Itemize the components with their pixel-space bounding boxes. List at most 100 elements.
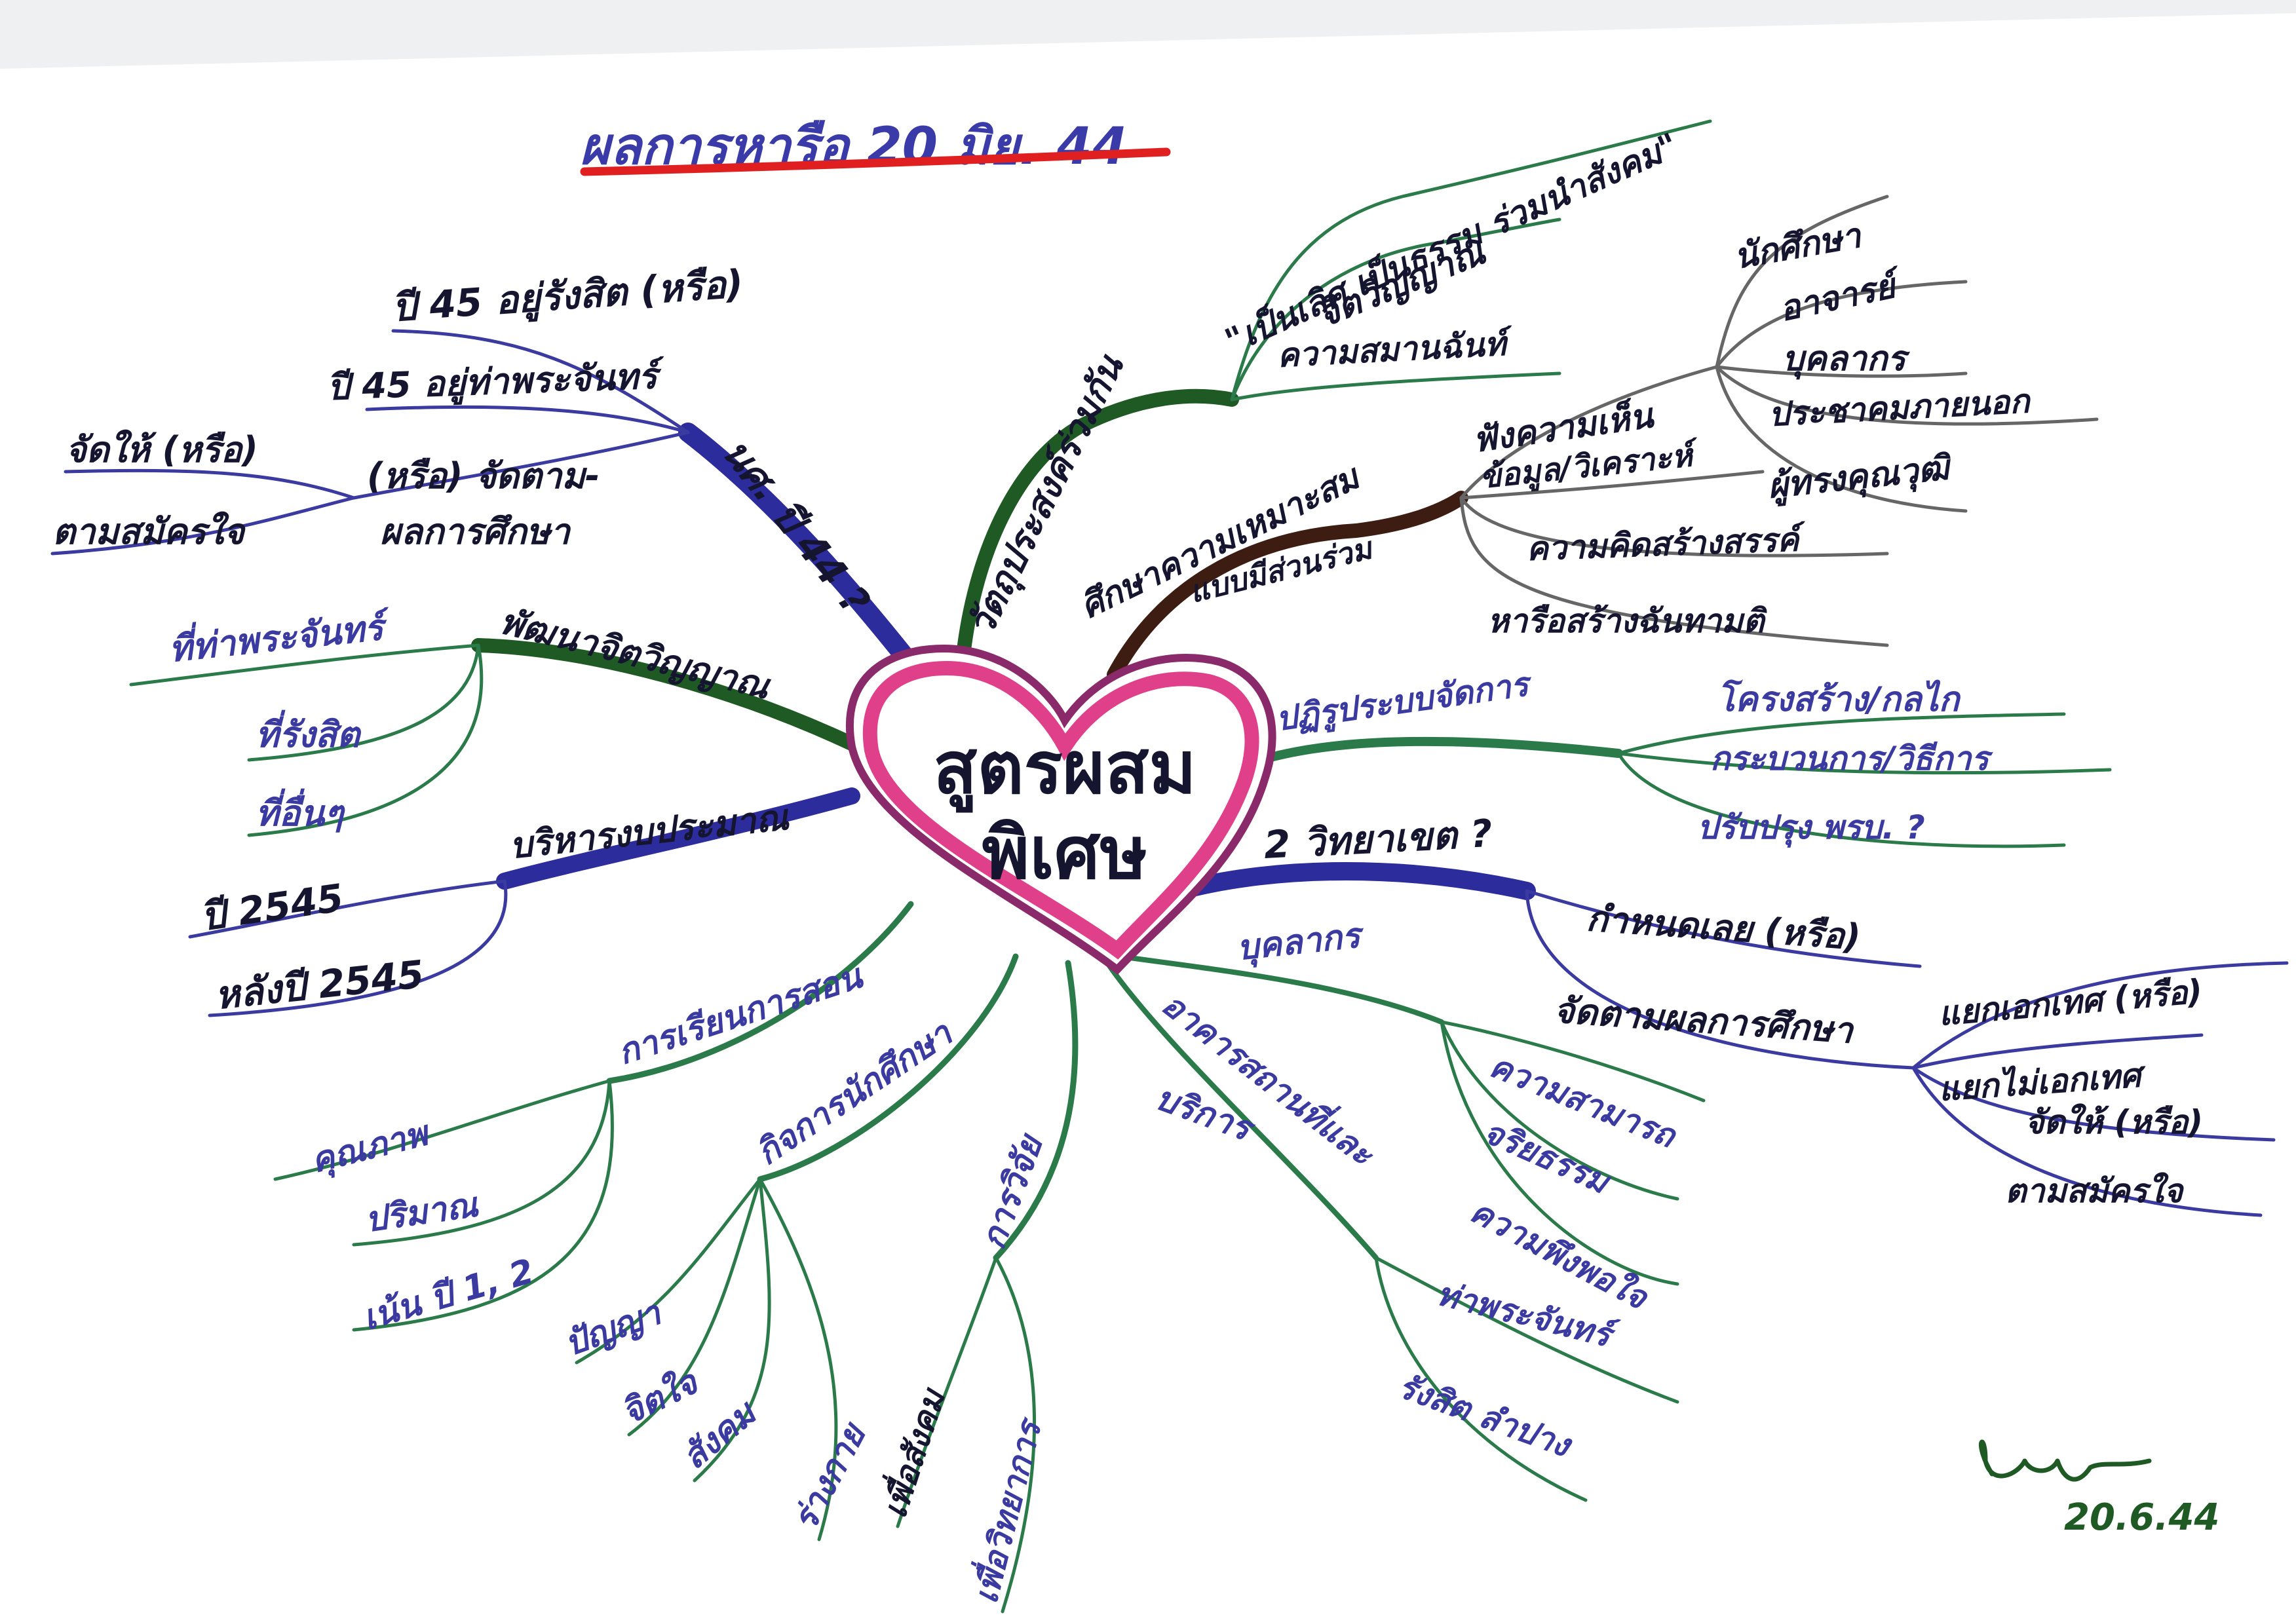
admission-sub2-line	[365, 405, 690, 434]
branch-two-campus-label: 2 วิทยาเขต ?	[1263, 811, 1493, 867]
activity-sub1-line	[575, 1177, 762, 1365]
sub-branches	[50, 119, 2289, 1614]
admission-sub3b-label: ตามสมัครใจ	[52, 511, 246, 552]
opinion-sub4-line	[1715, 365, 2099, 426]
budget-sub2-line	[208, 879, 508, 1017]
two-campus-sub2b-label: แยกไม่เอกเทศ	[1938, 1056, 2149, 1108]
branch-two-campus-line	[1170, 862, 1536, 900]
branch-budget-label: บริหารงบประมาณ	[508, 796, 792, 867]
branch-facility-label-line2: บริการ	[1151, 1078, 1261, 1150]
opinion-sub1-line	[1715, 195, 1889, 369]
admission-sub3-line	[352, 430, 690, 500]
branch-spirit-line	[471, 638, 866, 754]
reform-sub3-line	[1617, 751, 2066, 848]
opinion-sub2-line	[1715, 280, 1968, 369]
reform-item-2: กระบวนการ/วิธีการ	[1710, 740, 1993, 778]
center-label-line1: สูตรผสม	[933, 726, 1196, 813]
personnel-sub3-line	[1440, 1020, 1679, 1286]
admission-sub1-label: ปี 45 อยู่รังสิต (หรือ)	[391, 261, 744, 332]
two-campus-sub2c-line	[1911, 1066, 2276, 1142]
two-campus-sub2b-line	[1911, 1033, 2204, 1070]
branch-reform-label: ปฏิรูประบบจัดการ	[1274, 664, 1536, 739]
opinion-item-4: ประชาคมภายนอก	[1768, 382, 2033, 434]
personnel-sub1-line	[1440, 1020, 1706, 1103]
teaching-sub3-line	[352, 1079, 614, 1332]
admission-sub3-label-line2: ผลการศึกษา	[380, 511, 571, 552]
objective-sub1-line	[1230, 119, 1712, 402]
signature-scribble	[1978, 1439, 2152, 1482]
branch-activity-line	[757, 953, 1019, 1182]
facility-sub1-line	[1374, 1256, 1679, 1404]
branch-activity-label: กิจการนักศึกษา	[750, 1013, 961, 1173]
two-campus-sub2a-line	[1911, 961, 2289, 1070]
branch-personnel-line	[1118, 954, 1444, 1025]
objective-item-3: ความสมานฉันท์	[1276, 324, 1514, 375]
admission-sub3a-line	[64, 468, 356, 500]
center-heart: สูตรผสม พิเศษ	[845, 644, 1276, 975]
objective-sub3-line	[1230, 371, 1561, 402]
study-sub1-line	[1459, 470, 1765, 500]
branch-admission-label: นศ. ปี 44 ?	[713, 430, 879, 624]
branch-study-line	[1107, 491, 1468, 682]
two-campus-sub1-line	[1525, 889, 1922, 968]
two-campus-sub2d-line	[1911, 1066, 2263, 1217]
center-label-line2: พิเศษ	[982, 811, 1147, 895]
teaching-item-3: เน้น ปี 1, 2	[358, 1252, 538, 1338]
personnel-sub2-line	[1440, 1020, 1679, 1201]
two-campus-sub2-line	[1525, 889, 1915, 1070]
two-campus-sub1-label: กำหนดเลย (หรือ)	[1585, 897, 1862, 958]
objective-sub2-line	[1230, 217, 1561, 402]
activity-sub3-line	[693, 1177, 771, 1482]
two-campus-sub2c-label: จัดให้ (หรือ)	[2025, 1103, 2203, 1141]
study-sub3-line	[1459, 496, 1889, 647]
research-item-1: เพื่อสังคม	[871, 1381, 953, 1522]
study-opinion-line	[1459, 365, 1719, 500]
reform-sub2-line	[1617, 751, 2112, 775]
reform-item-3: ปรับปรุง พรบ. ?	[1697, 808, 1925, 848]
budget-sub1-line	[188, 879, 507, 939]
research-item-2: เพื่อวิทยาการ	[963, 1412, 1050, 1607]
spirit-item-3: ที่อื่นๆ	[256, 788, 345, 834]
paper-edge-shadow	[0, 0, 2296, 69]
branch-facility-line	[1105, 960, 1379, 1260]
heart-inner-outline	[862, 660, 1259, 960]
admission-sub2-label: ปี 45 อยู่ท่าพระจันทร์	[326, 355, 666, 409]
opinion-item-1: นักศึกษา	[1731, 216, 1866, 276]
spirit-sub3-line	[247, 643, 484, 837]
branch-budget-line	[496, 787, 860, 890]
facility-item-2: รังสิต ลำปาง	[1393, 1367, 1577, 1465]
study-item-2: ความคิดสร้างสรรค์	[1525, 520, 1807, 568]
opinion-sub5-line	[1715, 365, 1968, 513]
two-campus-sub2-label: จัดตามผลการศึกษา	[1552, 989, 1856, 1051]
teaching-sub2-line	[352, 1079, 611, 1247]
spirit-sub1-line	[129, 643, 480, 687]
signature: 20.6.44	[1978, 1439, 2219, 1539]
activity-item-2: จิตใจ	[615, 1361, 705, 1433]
two-campus-sub2d-label: ตามสมัครใจ	[2005, 1172, 2185, 1210]
facility-sub2-line	[1374, 1256, 1588, 1502]
activity-sub4-line	[758, 1177, 838, 1541]
spirit-item-1: ที่ท่าพระจันทร์	[166, 601, 393, 670]
spirit-item-2: ที่รังสิต	[256, 709, 362, 755]
activity-item-4: ร่างกาย	[786, 1416, 875, 1538]
budget-item-1: ปี 2545	[198, 875, 346, 939]
research-sub1-line	[896, 1256, 998, 1528]
two-campus-sub2a-label: แยกเอกเทศ (หรือ)	[1937, 972, 2204, 1033]
opinion-sub3-line	[1715, 365, 1968, 378]
opinion-item-3: บุคลากร	[1782, 339, 1910, 380]
teaching-sub1-line	[273, 1079, 611, 1181]
branch-objective-line	[956, 388, 1239, 662]
title-underline	[580, 147, 1171, 176]
teaching-item-2: ปริมาณ	[362, 1185, 481, 1240]
activity-item-1: ปัญญา	[560, 1293, 668, 1364]
signature-date: 20.6.44	[2064, 1496, 2219, 1539]
main-branches	[471, 388, 1623, 1261]
branch-research-line	[993, 960, 1079, 1261]
reform-item-1: โครงสร้าง/กลไก	[1717, 679, 1962, 719]
branch-personnel-label: บุคลากร	[1235, 916, 1367, 970]
branch-admission-line	[678, 423, 924, 678]
branch-teaching-label: การเรียนการสอน	[613, 956, 868, 1073]
study-sub2-line	[1459, 496, 1889, 557]
admission-sub3-label-line1: (หรือ) จัดตาม-	[367, 455, 600, 497]
